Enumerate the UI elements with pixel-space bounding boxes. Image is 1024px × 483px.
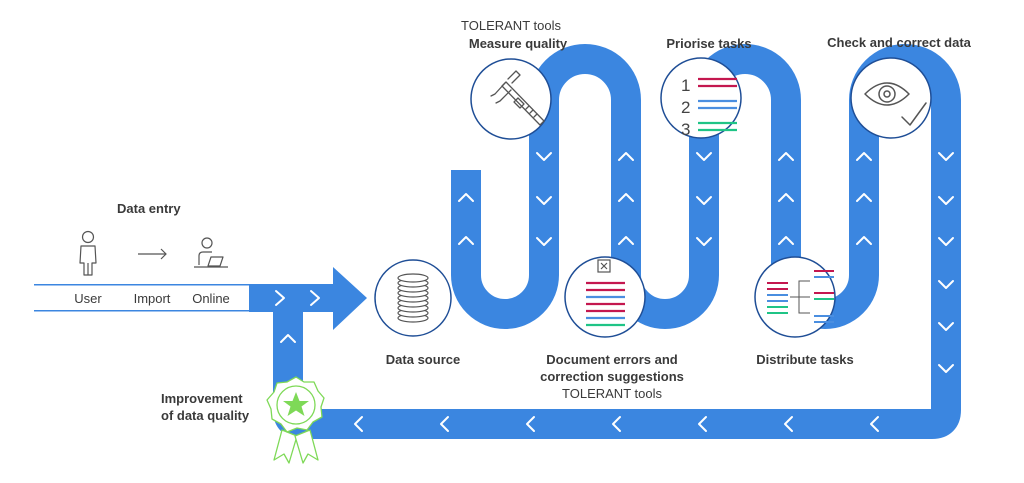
chevron-right-icon (310, 290, 320, 306)
chevron-down-icon (938, 237, 954, 246)
chevron-down-icon (938, 196, 954, 205)
improvement-line2: of data quality (161, 408, 250, 423)
chevron-down-icon (938, 280, 954, 289)
chevron-right-icon (275, 290, 285, 306)
chevron-down-icon (696, 196, 712, 205)
chevron-left-icon (440, 416, 449, 432)
chevron-down-icon (938, 152, 954, 161)
eye-check-icon (864, 82, 927, 126)
chevron-down-icon (536, 237, 552, 246)
priority-list-icon: 1 2 3 (681, 76, 737, 139)
user-label: User (74, 291, 102, 306)
step-circle-check (850, 57, 932, 139)
document-errors-line1: Document errors and (546, 352, 678, 367)
chevron-down-icon (696, 152, 712, 161)
document-errors-line2: correction suggestions (540, 369, 684, 384)
priority-number-3: 3 (681, 120, 690, 139)
entry-line (34, 284, 249, 286)
chevron-up-icon (618, 193, 634, 202)
chevron-up-icon (618, 152, 634, 161)
error-list-icon (586, 259, 625, 327)
chevron-up-icon (856, 152, 872, 161)
chevron-up-icon (856, 193, 872, 202)
chevron-up-icon (618, 236, 634, 245)
chevron-left-icon (612, 416, 621, 432)
entry-arrow-head (333, 267, 367, 330)
chevron-up-icon (778, 193, 794, 202)
measure-quality-title: Measure quality (468, 36, 568, 51)
chevron-up-icon (778, 236, 794, 245)
chevron-down-icon (536, 196, 552, 205)
chevron-down-icon (536, 152, 552, 161)
prioritise-title: Priorise tasks (666, 36, 752, 51)
step-circle-prioritise (660, 57, 742, 139)
database-icon (397, 273, 429, 323)
distribute-icon (767, 270, 834, 323)
data-source-title: Data source (385, 352, 461, 367)
import-label: Import (133, 291, 171, 306)
chevron-up-icon (458, 236, 474, 245)
chevron-down-icon (938, 364, 954, 373)
improvement-line1: Improvement (161, 391, 243, 406)
step-circle-measure (470, 58, 552, 140)
chevron-left-icon (526, 416, 535, 432)
caliper-icon (490, 70, 545, 126)
chevron-down-icon (938, 322, 954, 331)
chevron-up-icon (280, 334, 296, 343)
user-icon (79, 230, 97, 276)
chevron-left-icon (870, 416, 879, 432)
import-arrow-icon (138, 248, 167, 260)
online-label: Online (192, 291, 230, 306)
document-errors-line3: TOLERANT tools (562, 386, 662, 401)
data-entry-title: Data entry (117, 201, 181, 216)
priority-number-1: 1 (681, 76, 690, 95)
check-title: Check and correct data (827, 35, 971, 50)
chevron-up-icon (778, 152, 794, 161)
chevron-up-icon (458, 152, 474, 161)
online-user-icon (194, 237, 228, 268)
chevron-left-icon (698, 416, 707, 432)
chevron-left-icon (784, 416, 793, 432)
priority-number-2: 2 (681, 98, 690, 117)
chevron-up-icon (856, 236, 872, 245)
chevron-left-icon (354, 416, 363, 432)
chevron-up-icon (458, 193, 474, 202)
distribute-title: Distribute tasks (756, 352, 854, 367)
entry-line (34, 310, 249, 312)
quality-badge-icon (266, 376, 325, 464)
measure-tools-label: TOLERANT tools (461, 18, 561, 33)
chevron-down-icon (696, 237, 712, 246)
